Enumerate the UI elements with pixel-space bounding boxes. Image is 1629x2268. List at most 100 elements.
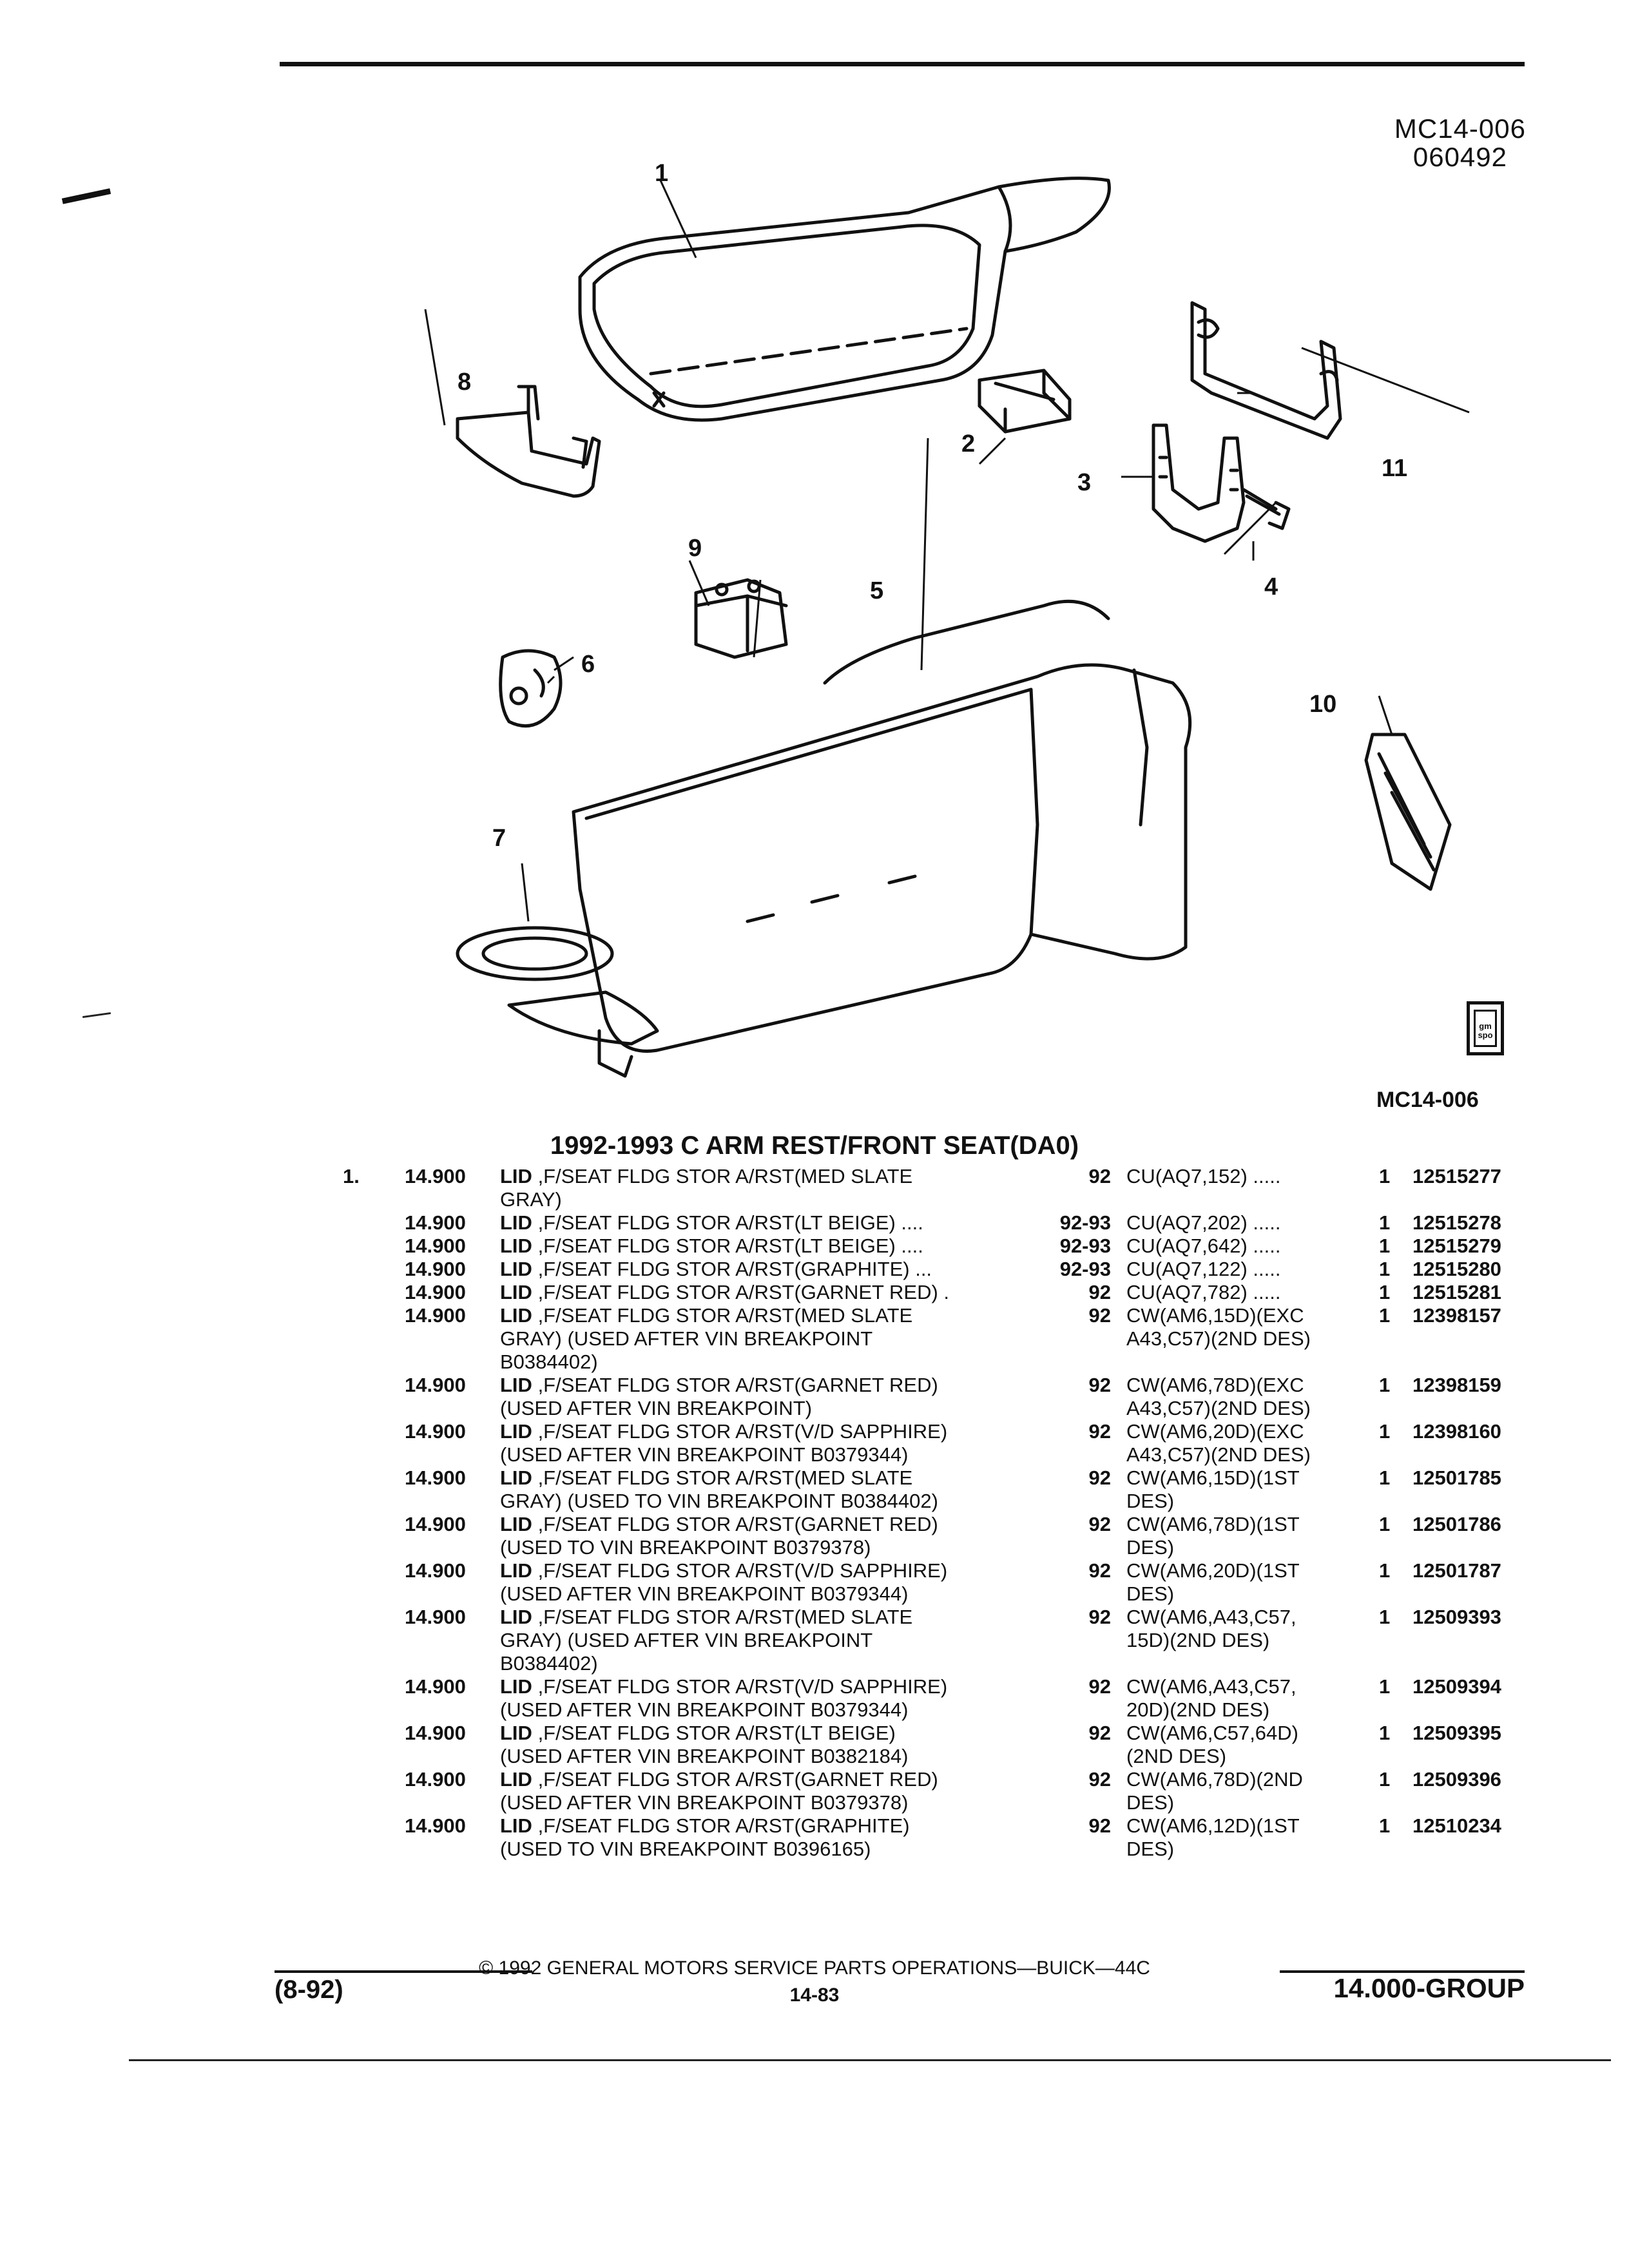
parts-quantity: 1 (1379, 1606, 1391, 1628)
parts-usage-code: CW(AM6,A43,C57,15D)(2ND DES) (1126, 1606, 1397, 1652)
parts-name: LID (500, 1768, 532, 1791)
footer-rule-left (275, 1970, 532, 1973)
parts-description: LID ,F/SEAT FLDG STOR A/RST(GARNET RED)(… (500, 1374, 1067, 1420)
parts-number: 12509395 (1412, 1722, 1501, 1744)
parts-description-line: LID ,F/SEAT FLDG STOR A/RST(GARNET RED) (500, 1768, 1067, 1791)
parts-description-line: (USED AFTER VIN BREAKPOINT) (500, 1397, 813, 1419)
parts-usage-line: DES) (1126, 1490, 1175, 1512)
figure-header: MC14-006 060492 (1394, 115, 1526, 171)
parts-description-text: ,F/SEAT FLDG STOR A/RST(MED SLATE (537, 1606, 913, 1628)
gm-spo-logo: gm spo (1467, 1001, 1504, 1055)
parts-quantity: 1 (1379, 1814, 1391, 1837)
margin-mark (82, 1012, 111, 1019)
parts-usage-line: CW(AM6,A43,C57, (1126, 1606, 1296, 1628)
parts-number: 12501785 (1412, 1466, 1501, 1489)
parts-quantity: 1 (1379, 1165, 1391, 1187)
parts-name: LID (500, 1814, 532, 1837)
parts-quantity: 1 (1379, 1281, 1391, 1303)
parts-usage-line: CU(AQ7,642) ..... (1126, 1235, 1281, 1257)
margin-mark (61, 188, 111, 204)
rear-bracket-part (1190, 301, 1342, 440)
parts-description-line: (USED AFTER VIN BREAKPOINT B0379344) (500, 1698, 909, 1721)
callout-10: 10 (1309, 691, 1337, 718)
parts-description-line: LID ,F/SEAT FLDG STOR A/RST(MED SLATE (500, 1466, 1067, 1490)
parts-usage-line: CW(AM6,78D)(EXC (1126, 1374, 1304, 1396)
parts-group: 14.900 (405, 1235, 466, 1257)
callout-4: 4 (1264, 573, 1278, 601)
parts-description: LID ,F/SEAT FLDG STOR A/RST(LT BEIGE) ..… (500, 1235, 1067, 1258)
parts-years: 92 (1088, 1374, 1111, 1396)
parts-description-line: (USED AFTER VIN BREAKPOINT B0379344) (500, 1443, 909, 1466)
storage-bin-part (572, 599, 1192, 1053)
parts-description-text: ,F/SEAT FLDG STOR A/RST(LT BEIGE) .... (537, 1235, 923, 1257)
parts-name: LID (500, 1722, 532, 1744)
hinge-part (978, 369, 1072, 434)
parts-description-text: ,F/SEAT FLDG STOR A/RST(MED SLATE (537, 1304, 913, 1327)
parts-group: 14.900 (405, 1374, 466, 1396)
parts-description-text: ,F/SEAT FLDG STOR A/RST(MED SLATE (537, 1165, 913, 1187)
parts-name: LID (500, 1304, 532, 1327)
parts-group: 14.900 (405, 1768, 466, 1791)
parts-usage-line: CW(AM6,20D)(EXC (1126, 1420, 1304, 1443)
top-rule (280, 62, 1525, 66)
parts-description-line: (USED AFTER VIN BREAKPOINT B0379378) (500, 1791, 909, 1814)
parts-group: 14.900 (405, 1211, 466, 1234)
parts-group: 14.900 (405, 1814, 466, 1837)
parts-years: 92 (1088, 1814, 1111, 1837)
parts-group: 14.900 (405, 1304, 466, 1327)
grille-part (1364, 733, 1452, 891)
parts-years: 92 (1088, 1466, 1111, 1489)
parts-description: LID ,F/SEAT FLDG STOR A/RST(LT BEIGE) ..… (500, 1211, 1067, 1235)
parts-usage-code: CU(AQ7,202) ..... (1126, 1211, 1397, 1235)
parts-row: 14.900 LID ,F/SEAT FLDG STOR A/RST(LT BEI… (0, 1211, 1629, 1235)
parts-group: 14.900 (405, 1513, 466, 1535)
parts-years: 92 (1088, 1606, 1111, 1628)
parts-name: LID (500, 1675, 532, 1698)
latch-part (456, 385, 601, 498)
parts-usage-code: CU(AQ7,782) ..... (1126, 1281, 1397, 1304)
parts-description-line: GRAY) (USED AFTER VIN BREAKPOINT (500, 1629, 873, 1651)
parts-description-text: ,F/SEAT FLDG STOR A/RST(V/D SAPPHIRE) (537, 1420, 948, 1443)
parts-description-line: LID ,F/SEAT FLDG STOR A/RST(GARNET RED) … (500, 1281, 1067, 1304)
parts-usage-line: A43,C57)(2ND DES) (1126, 1327, 1311, 1350)
parts-description-line: LID ,F/SEAT FLDG STOR A/RST(GARNET RED) (500, 1513, 1067, 1536)
parts-description: LID ,F/SEAT FLDG STOR A/RST(GARNET RED)(… (500, 1768, 1067, 1814)
parts-usage-line: DES) (1126, 1582, 1175, 1605)
parts-quantity: 1 (1379, 1420, 1391, 1443)
figure-code: MC14-006 (1394, 113, 1526, 144)
parts-quantity: 1 (1379, 1211, 1391, 1234)
parts-description-text: ,F/SEAT FLDG STOR A/RST(GRAPHITE) (537, 1814, 910, 1837)
parts-number: 12509393 (1412, 1606, 1501, 1628)
parts-description-text: ,F/SEAT FLDG STOR A/RST(GARNET RED) (537, 1374, 938, 1396)
parts-usage-line: CW(AM6,A43,C57, (1126, 1675, 1296, 1698)
parts-usage-line: 15D)(2ND DES) (1126, 1629, 1270, 1651)
parts-description-text: ,F/SEAT FLDG STOR A/RST(GARNET RED) (537, 1768, 938, 1791)
copyright-notice: © 1992 GENERAL MOTORS SERVICE PARTS OPER… (479, 1957, 1150, 1979)
parts-description-line: LID ,F/SEAT FLDG STOR A/RST(V/D SAPPHIRE… (500, 1420, 1067, 1443)
bottom-rule (129, 2059, 1611, 2061)
parts-description-line: GRAY) (USED TO VIN BREAKPOINT B0384402) (500, 1490, 938, 1512)
parts-years: 92-93 (1059, 1258, 1111, 1280)
parts-usage-line: A43,C57)(2ND DES) (1126, 1443, 1311, 1466)
parts-number: 12509396 (1412, 1768, 1501, 1791)
parts-row: 14.900 LID ,F/SEAT FLDG STOR A/RST(GRAPHI… (0, 1814, 1629, 1861)
parts-quantity: 1 (1379, 1768, 1391, 1791)
parts-description-line: LID ,F/SEAT FLDG STOR A/RST(GARNET RED) (500, 1374, 1067, 1397)
parts-years: 92-93 (1059, 1211, 1111, 1234)
parts-name: LID (500, 1235, 532, 1257)
parts-usage-line: CW(AM6,C57,64D) (1126, 1722, 1298, 1744)
parts-row: 14.900 LID ,F/SEAT FLDG STOR A/RST(LT BEI… (0, 1235, 1629, 1258)
gm-spo-logo-text: gm spo (1474, 1010, 1497, 1047)
